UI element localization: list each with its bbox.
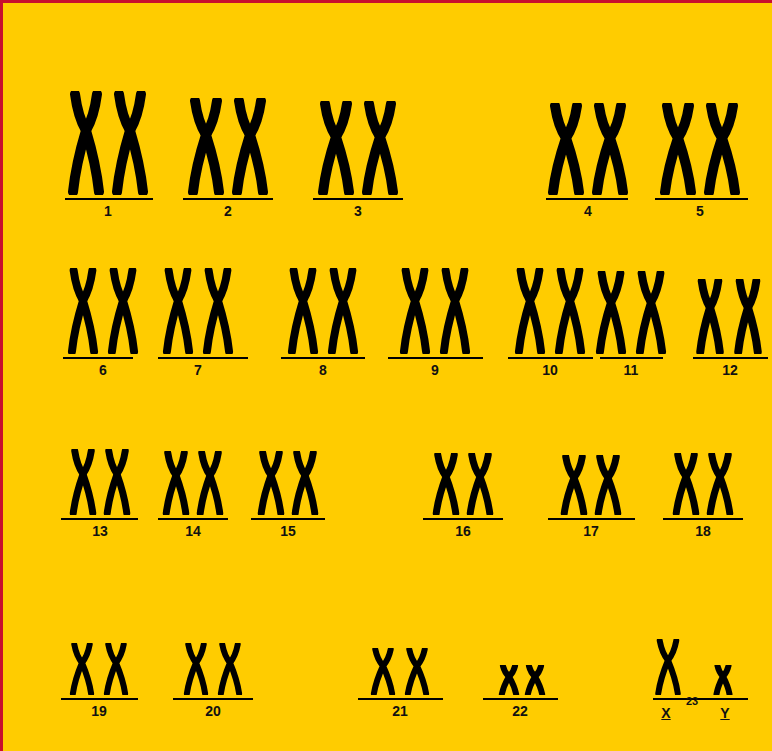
chromosome <box>73 451 93 513</box>
chromosome <box>193 101 219 192</box>
chromosome-row <box>72 271 758 352</box>
chromosome <box>374 649 392 693</box>
chromosome-row <box>73 641 730 694</box>
pair-number: 14 <box>185 524 201 538</box>
pair-number: 23 <box>686 696 698 707</box>
chromosome <box>166 453 186 513</box>
pair-number: 4 <box>584 204 592 218</box>
chromosome <box>553 106 579 192</box>
pair-number: 2 <box>224 204 232 218</box>
chromosome <box>665 106 691 192</box>
chromosome <box>709 106 735 192</box>
pair-number: 21 <box>392 704 408 718</box>
chromosome <box>221 645 239 694</box>
chromosome <box>187 645 205 694</box>
chromosome <box>107 451 127 513</box>
pair-number: 11 <box>624 363 639 377</box>
chromosome <box>564 457 584 513</box>
chromosome <box>112 271 134 352</box>
pair-number: 8 <box>319 363 327 377</box>
chromosome <box>559 271 581 352</box>
chromosome <box>640 273 662 351</box>
chromosome <box>444 271 466 352</box>
pair-number: 1 <box>104 204 112 218</box>
pair-number: 22 <box>512 704 528 718</box>
pair-number: 5 <box>696 204 704 218</box>
pair-number: 9 <box>431 363 439 377</box>
pair-number: X <box>661 706 670 720</box>
chromosome <box>323 104 349 192</box>
chromosome <box>367 104 393 192</box>
chromosome <box>436 455 456 513</box>
chromosome <box>207 271 229 352</box>
chromosome <box>470 455 490 513</box>
pair-number: 16 <box>455 524 471 538</box>
chromosome <box>502 666 516 694</box>
chromosome <box>408 649 426 693</box>
pair-number: 6 <box>99 363 107 377</box>
chromosome <box>700 281 720 352</box>
pair-number: 3 <box>354 204 362 218</box>
chromosome-row <box>73 451 730 513</box>
pair-underlines <box>61 199 768 699</box>
chromosome <box>598 457 618 513</box>
pair-number: 13 <box>92 524 108 538</box>
pair-number: 18 <box>695 524 711 538</box>
chromosome <box>167 271 189 352</box>
pair-number: Y <box>720 706 729 720</box>
pair-number: 17 <box>583 524 599 538</box>
pair-number: 12 <box>722 363 738 377</box>
chromosome <box>519 271 541 352</box>
chromosome <box>292 271 314 352</box>
chromosome <box>117 94 143 192</box>
chromosome <box>738 281 758 352</box>
x-chromosome <box>658 641 678 694</box>
chromosome <box>676 455 696 513</box>
chromosome <box>261 453 281 513</box>
chromosome-row <box>73 94 735 192</box>
chromosome <box>73 94 99 192</box>
chromosome <box>107 645 125 694</box>
pair-number: 19 <box>91 704 107 718</box>
pair-number: 10 <box>542 363 558 377</box>
pair-number: 7 <box>194 363 202 377</box>
pair-number: 15 <box>280 524 296 538</box>
chromosome <box>597 106 623 192</box>
chromosome <box>72 271 94 352</box>
chromosome <box>295 453 315 513</box>
chromosome <box>404 271 426 352</box>
y-chromosome <box>717 666 730 694</box>
chromosome <box>710 455 730 513</box>
chromosome <box>332 271 354 352</box>
chromosome <box>200 453 220 513</box>
karyotype <box>3 3 772 751</box>
chromosome <box>73 645 91 694</box>
chromosome <box>528 666 542 694</box>
pair-number: 20 <box>205 704 221 718</box>
chromosome <box>237 101 263 192</box>
chromosome <box>600 273 622 351</box>
